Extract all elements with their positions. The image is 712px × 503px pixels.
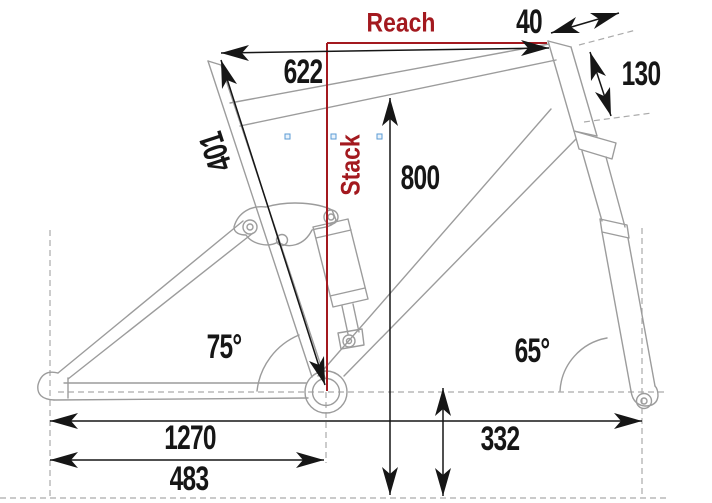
standover-dim-value: 800 — [400, 159, 440, 197]
rocker-pivot-left — [242, 219, 258, 235]
dimension-arrowheads — [50, 13, 642, 496]
chainstay-tube — [53, 382, 309, 401]
arrowhead — [221, 60, 237, 89]
seat-angle-value: 75° — [206, 328, 243, 366]
arrowhead — [50, 452, 78, 468]
chainstay-dim-value: 483 — [169, 460, 209, 498]
construction-lines — [0, 29, 670, 499]
head-angle-value: 65° — [514, 332, 551, 370]
arrowhead — [590, 52, 606, 81]
arrowhead — [296, 452, 324, 468]
head-tube-top-guide — [578, 29, 637, 46]
shock-top-eye-center — [327, 213, 335, 221]
rocker-link — [233, 202, 337, 247]
head-tube-dim-value: 130 — [621, 55, 661, 93]
arrowhead — [551, 17, 580, 33]
fork-joint — [599, 218, 630, 239]
seat-angle-arc — [256, 334, 300, 392]
rear-dropout — [37, 371, 59, 401]
grip-handle[interactable] — [330, 133, 337, 140]
dimension-lines — [50, 12, 642, 496]
head-tube-bottom-guide — [583, 112, 653, 123]
frame-outline — [37, 40, 659, 414]
seat-tube-dim-line — [220, 59, 326, 386]
arrowhead — [50, 413, 78, 429]
arrowhead — [614, 413, 642, 429]
down-tube — [317, 108, 577, 377]
stem-dim-value: 40 — [516, 3, 543, 41]
arrowhead — [521, 40, 549, 56]
reach-stack-lines — [326, 42, 547, 391]
shock-absorber — [312, 218, 369, 350]
stack-label: Stack — [335, 134, 366, 196]
front-axle-center — [640, 397, 648, 405]
reach-label: Reach — [366, 7, 436, 38]
fork-crown — [573, 130, 617, 160]
head-angle-arc — [559, 337, 608, 392]
arrowhead — [309, 356, 325, 385]
seatstay-tube — [57, 220, 254, 380]
rocker-pivot-mid — [275, 233, 289, 247]
shock-bottom-eye-center — [345, 337, 353, 345]
grip-handle[interactable] — [284, 133, 291, 140]
fork — [573, 130, 659, 410]
arrowhead — [590, 13, 619, 29]
arrowhead — [595, 87, 611, 116]
arrowhead — [382, 98, 398, 126]
bb-height-dim-value: 332 — [480, 420, 520, 458]
front-dropout — [630, 385, 659, 407]
arrowhead — [435, 468, 451, 496]
grip-handle[interactable] — [376, 133, 383, 140]
wheelbase-dim-value: 1270 — [164, 419, 216, 457]
arrowhead — [382, 467, 398, 495]
rocker-pivot-left-center — [246, 223, 254, 231]
top-tube — [229, 43, 557, 127]
arrowhead — [221, 45, 249, 61]
arrowhead — [435, 388, 451, 416]
shock-clevis — [337, 328, 365, 350]
top-tube-dim-line — [220, 47, 550, 54]
front-axle-circle — [635, 392, 653, 410]
top-tube-dim-value: 622 — [283, 53, 323, 91]
shock-top-eye — [323, 209, 339, 225]
shock-bottom-eye — [342, 334, 356, 348]
head-tube — [547, 40, 598, 137]
grip-handles — [284, 133, 383, 140]
